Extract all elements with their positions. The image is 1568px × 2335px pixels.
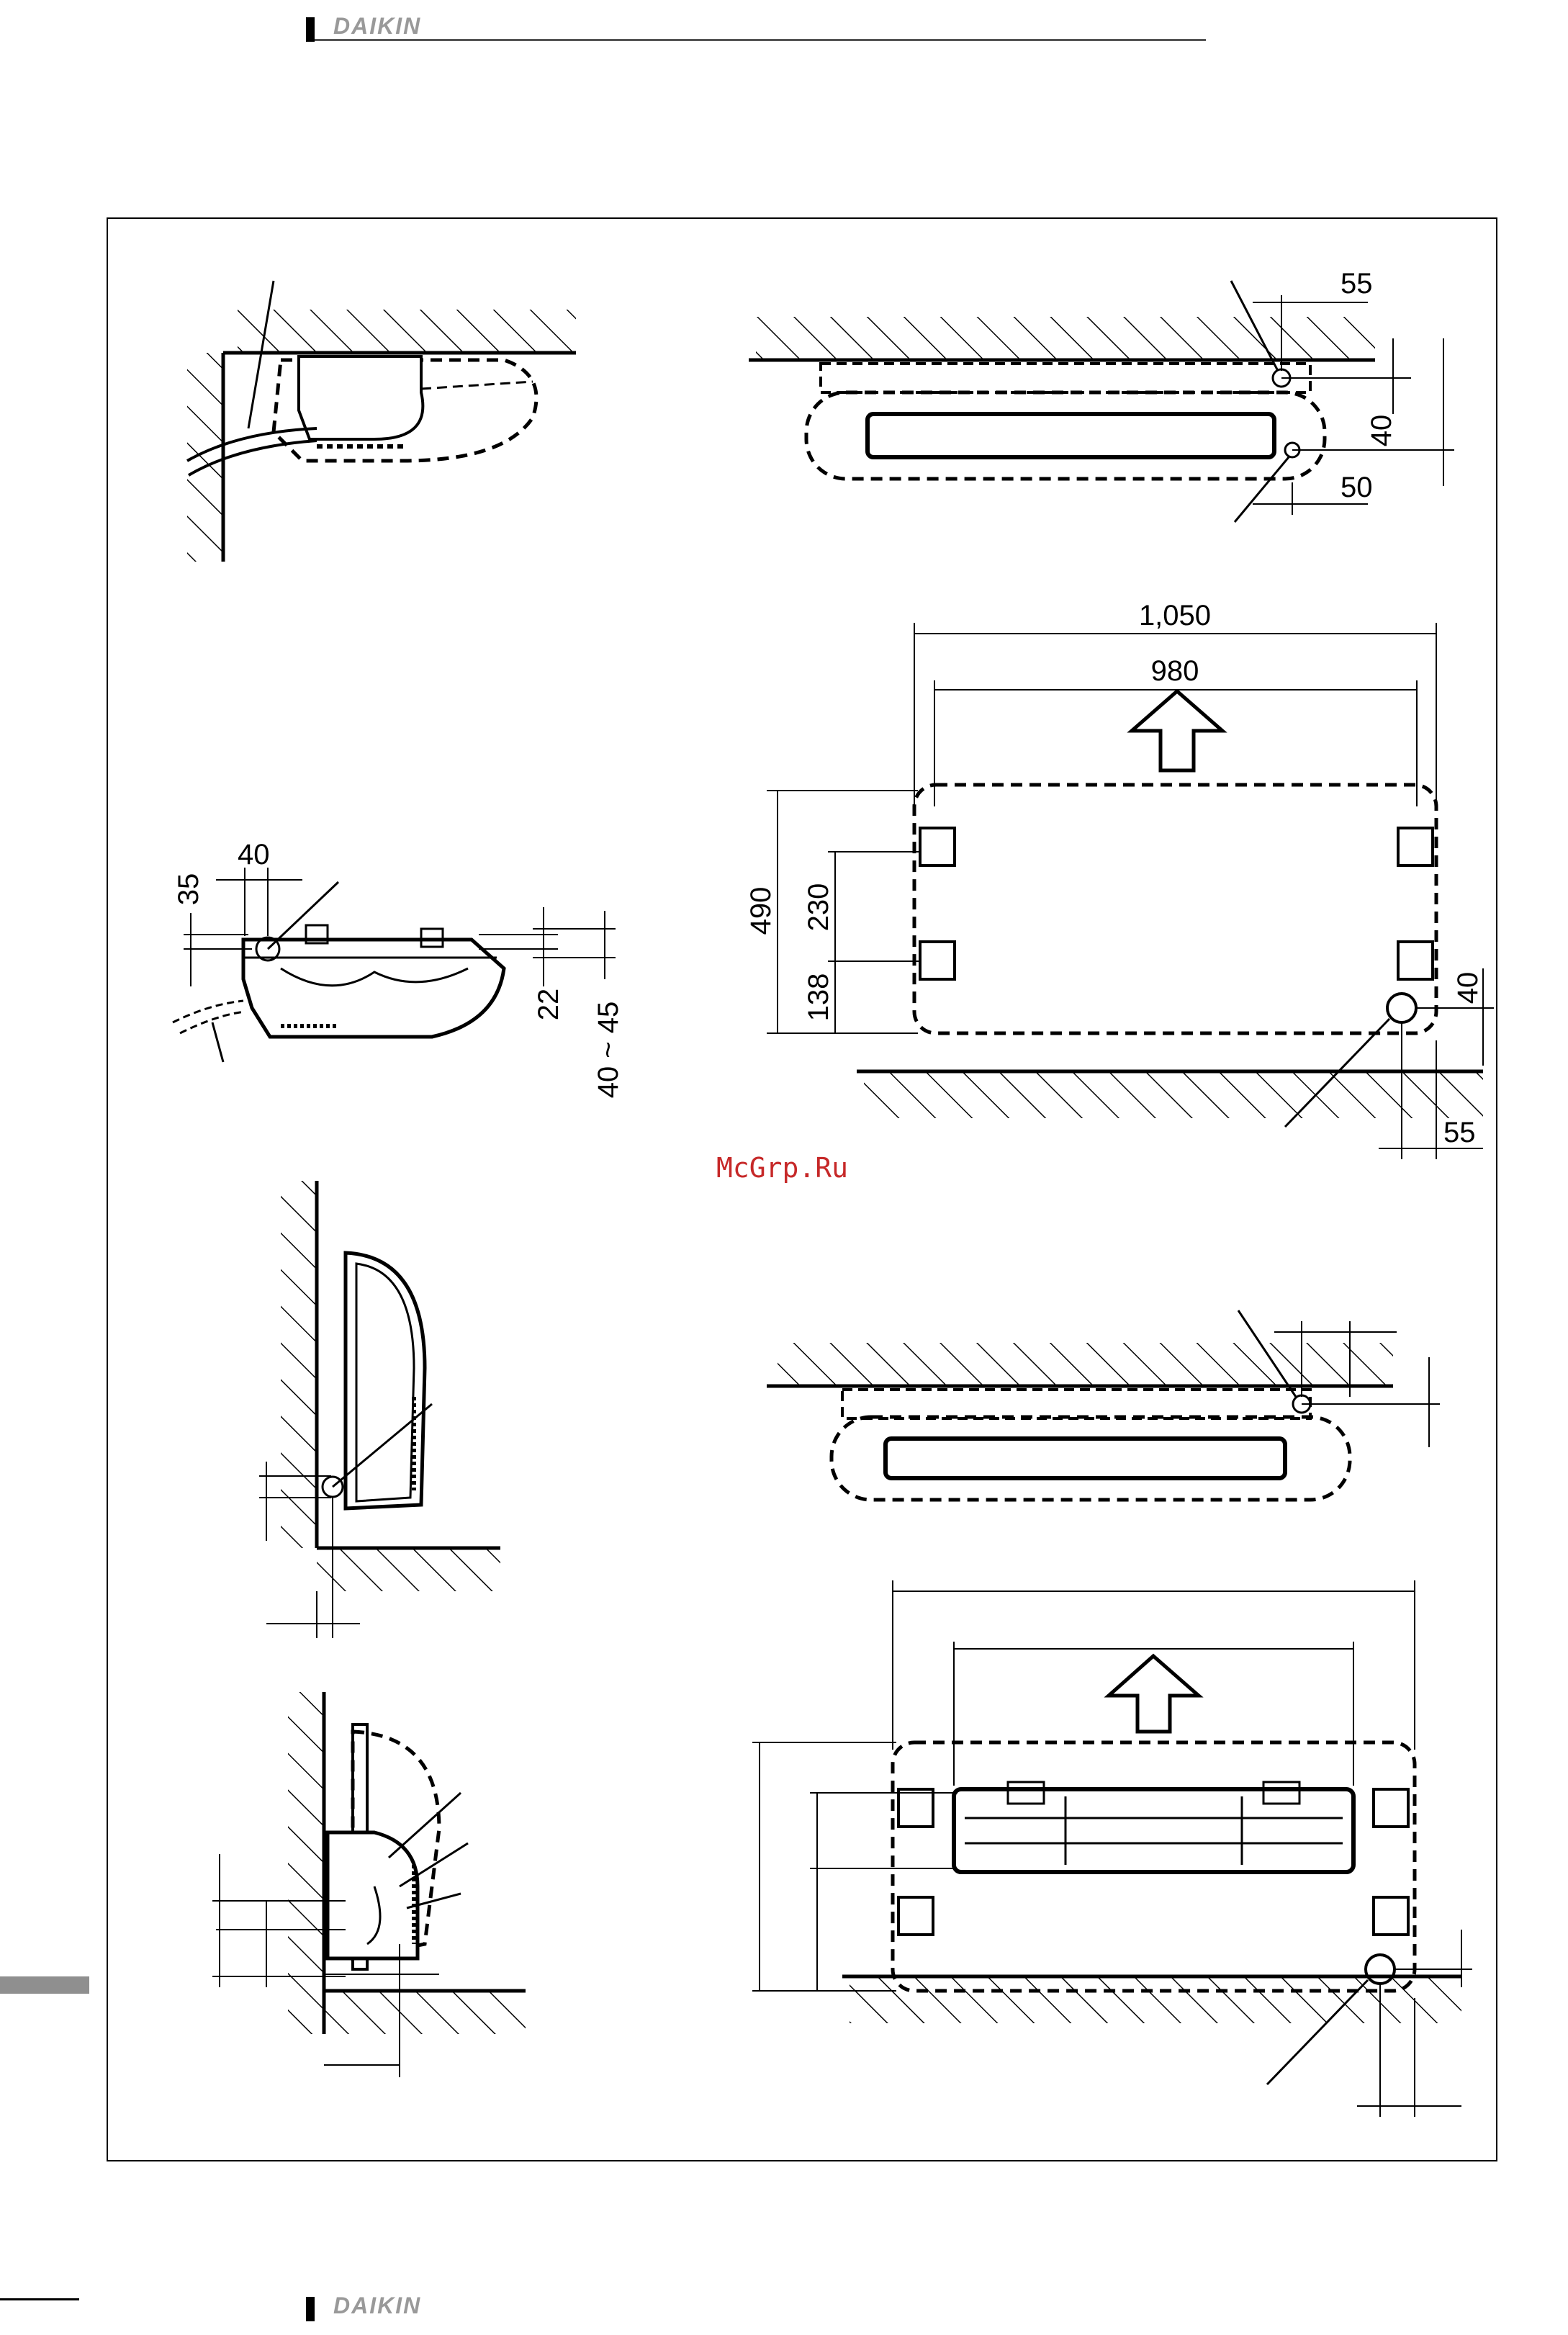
dim-980: 980 [1151,655,1199,687]
dim-490: 490 [745,887,777,935]
footer-bar [306,2297,315,2321]
footer-brand-logo: DAIKIN [333,2293,421,2319]
view-top-right: 55 40 50 [749,268,1454,522]
dim-40-top: 40 [1366,415,1397,447]
dim-230: 230 [803,883,834,932]
dim-1050: 1,050 [1139,600,1211,631]
dim-35: 35 [173,873,204,906]
view-left-bottom [212,1692,526,2077]
dim-40-45: 40 ~ 45 [592,1002,624,1099]
watermark-text: McGrp.Ru [716,1152,848,1184]
view-side-section: 35 40 22 40 ~ 45 [173,839,624,1098]
dim-138: 138 [803,973,834,1022]
view-top-left [187,281,576,562]
view-wall-plan-2 [752,1580,1472,2117]
dim-50-top: 50 [1341,472,1373,503]
view-wall-plan-1: 1,050 980 490 230 138 40 55 [745,600,1494,1159]
page-footer: DAIKIN [306,2290,1206,2333]
footer-left-rule [0,2298,79,2300]
dim-40-right: 40 [1452,972,1484,1004]
dim-22: 22 [533,989,564,1021]
dim-55-right: 55 [1443,1117,1476,1148]
side-tab-marker [0,1976,89,1994]
dim-55-top: 55 [1341,268,1373,300]
up-arrow-icon [1132,691,1222,770]
dim-40-left: 40 [238,839,270,870]
view-right-middle [767,1310,1440,1500]
view-wall-side [259,1181,500,1638]
up-arrow-icon [1109,1656,1199,1732]
